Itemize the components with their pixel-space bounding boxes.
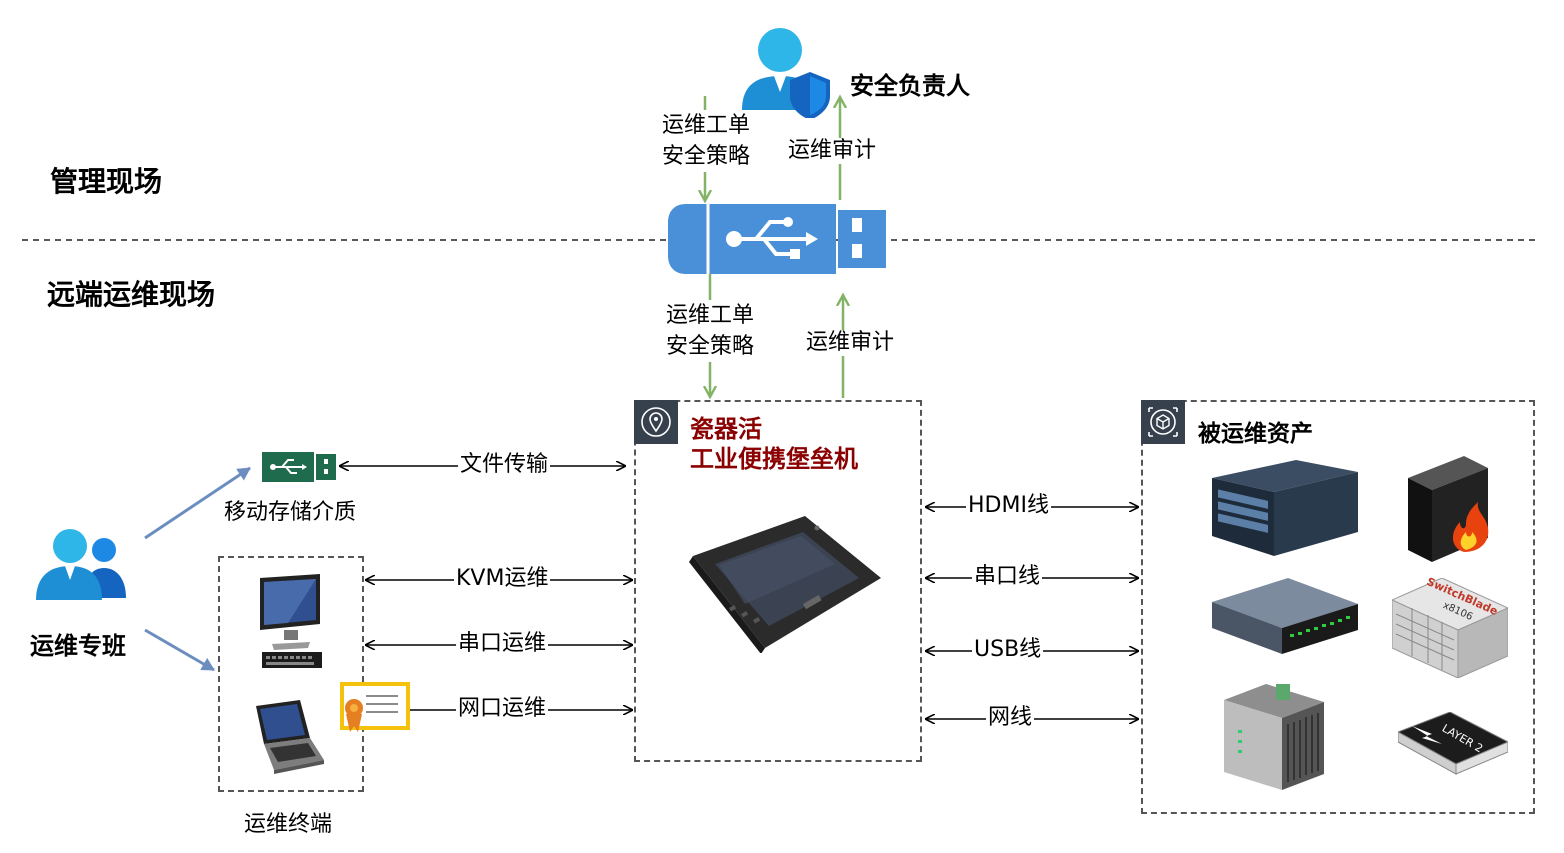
link-usb-label: USB线 [972,637,1044,664]
usb-drive-icon [668,204,888,274]
mid-down-line1: 运维工单 [665,303,754,328]
usb-stick-icon [262,452,338,482]
network-switch-icon [1212,578,1358,654]
mid-down-line2: 安全策略 [665,334,754,359]
security-officer-label: 安全负责人 [850,72,970,100]
bastion-title: 瓷器活 工业便携堡垒机 [690,414,858,474]
mid-up-label: 运维审计 [804,330,897,357]
top-down-line1: 运维工单 [661,113,750,138]
top-down-line2: 安全策略 [661,144,750,169]
link-network-right-label: 网线 [986,705,1035,732]
link-file-label: 文件传输 [458,452,551,479]
terminal-label: 运维终端 [244,812,333,837]
monitor-icon [258,574,326,670]
arrow-team-storage [144,466,251,540]
layer2-switch-icon: LAYER 2 [1396,711,1510,790]
top-down-label: 运维工单 安全策略 [658,110,754,172]
industrial-server-icon [1222,680,1326,790]
link-network-left-label: 网口运维 [456,696,549,723]
link-hdmi-label: HDMI线 [966,493,1051,520]
bastion-title-line1: 瓷器活 [690,415,762,443]
assets-box [1141,400,1535,814]
mid-down-label: 运维工单 安全策略 [662,300,758,362]
assets-title: 被运维资产 [1198,421,1313,447]
rugged-tablet-icon [685,508,885,654]
arrow-team-terminal [144,628,215,672]
storage-label: 移动存储介质 [224,500,357,525]
location-pin-icon [634,400,678,444]
user-group-icon [34,528,128,600]
zone-title-management: 管理现场 [50,165,163,198]
laptop-icon [252,700,324,778]
bastion-box [634,400,922,762]
certificate-icon [340,682,410,734]
firewall-icon [1404,456,1496,562]
server-rack-icon [1212,460,1358,556]
link-kvm-label: KVM运维 [454,566,551,593]
link-serial-right-label: 串口线 [972,564,1043,591]
bastion-title-line2: 工业便携堡垒机 [690,445,858,473]
top-up-label: 运维审计 [786,138,879,165]
link-serial-left-label: 串口运维 [456,631,549,658]
zone-title-remote: 远端运维现场 [47,278,216,311]
terminal-box [218,556,364,792]
user-shield-icon [738,26,834,120]
asset-cube-icon [1141,400,1185,444]
switchblade-chassis-icon: SwitchBlade x8106 [1390,575,1510,679]
team-label: 运维专班 [30,632,126,660]
